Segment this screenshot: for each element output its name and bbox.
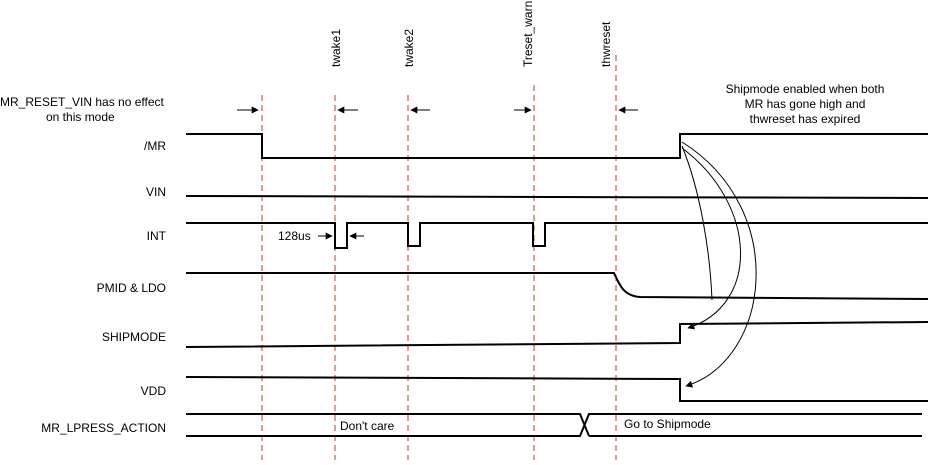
signal-label-vdd: VDD: [141, 384, 167, 398]
shipmode-note-line1: Shipmode enabled when both: [726, 82, 885, 96]
pulse-width-label: 128us: [278, 229, 311, 243]
treset-warn-label: Treset_warn: [521, 1, 535, 67]
shipmode-note-line2: MR has gone high and: [745, 97, 866, 111]
waveform-pmid-ldo: [186, 272, 929, 300]
causal-arrow-to-vdd: [681, 141, 757, 388]
waveform-shipmode: [185, 321, 929, 348]
signal-label-mr-lpress-action: MR_LPRESS_ACTION: [41, 421, 166, 435]
dont-care-label: Don't care: [340, 419, 395, 433]
mr-reset-vin-note-line1: MR_RESET_VIN has no effect: [0, 95, 165, 109]
signal-label-shipmode: SHIPMODE: [102, 330, 166, 344]
waveform-vdd: [185, 376, 928, 402]
causal-arrow-to-pmid: [681, 145, 713, 301]
waveform-vin: [185, 195, 929, 199]
signal-label-pmid-ldo: PMID & LDO: [97, 281, 166, 295]
signal-label-vin: VIN: [146, 185, 166, 199]
causal-arrow-to-shipmode: [681, 147, 741, 330]
shipmode-note-line3: thwreset has expired: [750, 112, 861, 126]
twake2-label: twake2: [402, 29, 416, 67]
signal-label-mr: /MR: [144, 139, 166, 153]
waveform-mr: [186, 133, 928, 159]
twake1-label: twake1: [329, 29, 343, 67]
thwreset-label: thwreset: [599, 21, 613, 67]
waveform-int: [186, 222, 928, 249]
mr-reset-vin-note-line2: on this mode: [46, 110, 115, 124]
signal-label-int: INT: [147, 229, 167, 243]
waveform-mr-lpress-action: [186, 413, 922, 437]
go-to-shipmode-label: Go to Shipmode: [624, 417, 711, 431]
